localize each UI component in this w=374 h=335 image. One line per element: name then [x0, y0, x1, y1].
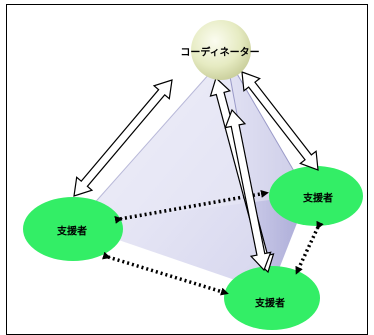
block-arrow-coordinator-right: [241, 71, 319, 171]
dotted-arrow-right-bottom: [295, 220, 324, 275]
dotted-arrow-left-bottom: [102, 251, 229, 296]
coordinator-label: コーディネーター: [180, 47, 260, 59]
pyramid-edge-left: [74, 54, 227, 226]
supporter-left-label: 支援者: [57, 226, 87, 238]
supporter-bottom-node: [224, 266, 320, 330]
block-arrow-coordinator-left: [73, 79, 173, 197]
supporter-right-node: [269, 166, 363, 226]
supporter-right-label: 支援者: [303, 193, 333, 205]
coordinator-node: [191, 20, 251, 80]
block-arrow-coordinator-left: [0, 0, 44, 12]
supporter-left-node: [23, 197, 123, 261]
supporter-bottom-label: 支援者: [255, 298, 285, 310]
block-arrow-coordinator-bottom-inner: [224, 108, 272, 272]
